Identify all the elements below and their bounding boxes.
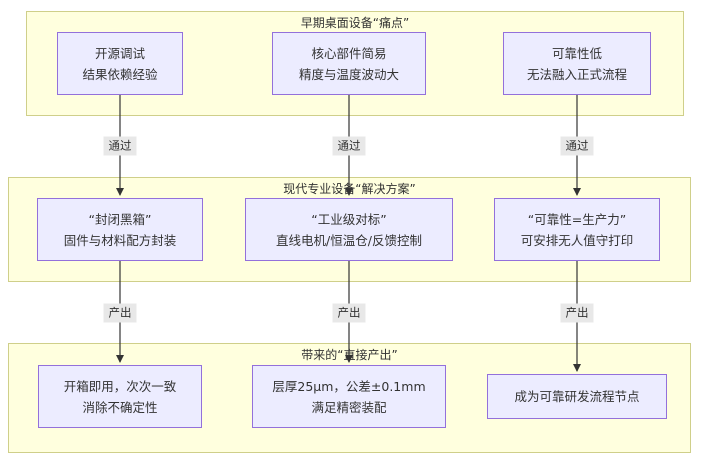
output-node-1-line1: 开箱即用，次次一致	[63, 378, 177, 394]
pain-node-2-line1: 核心部件简易	[311, 45, 387, 61]
solution-node-industrial-grade: “工业级对标” 直线电机/恒温仓/反馈控制	[245, 198, 453, 261]
solution-node-2-line1: “工业级对标”	[311, 211, 387, 227]
edge-label-pass-2: 通过	[332, 136, 366, 156]
pain-node-3-line1: 可靠性低	[551, 45, 602, 61]
edge-label-produce-1: 产出	[103, 303, 137, 323]
solution-node-reliability-productivity: “可靠性=生产力” 可安排无人值守打印	[494, 198, 660, 261]
edge-label-produce-2: 产出	[332, 303, 366, 323]
pain-node-low-reliability: 可靠性低 无法融入正式流程	[503, 32, 651, 95]
solution-node-1-line1: “封闭黑箱”	[88, 211, 152, 227]
output-node-reliable-rd-node: 成为可靠研发流程节点	[487, 374, 667, 419]
edge-label-produce-3: 产出	[560, 303, 594, 323]
output-node-3-line1: 成为可靠研发流程节点	[514, 389, 640, 404]
edge-label-pass-3: 通过	[560, 136, 594, 156]
output-node-1-line2: 消除不确定性	[82, 399, 158, 415]
pain-node-3-line2: 无法融入正式流程	[526, 66, 627, 82]
pain-node-simple-core-parts: 核心部件简易 精度与温度波动大	[272, 32, 426, 95]
solution-node-3-line1: “可靠性=生产力”	[527, 211, 627, 227]
pain-points-group-title: 早期桌面设备“痛点”	[300, 16, 410, 30]
solution-node-closed-black-box: “封闭黑箱” 固件与材料配方封装	[37, 198, 203, 261]
solution-node-2-line2: 直线电机/恒温仓/反馈控制	[276, 232, 422, 248]
output-node-2-line1: 层厚25μm，公差±0.1mm	[272, 378, 426, 394]
edge-label-pass-1: 通过	[103, 136, 137, 156]
pain-node-1-line1: 开源调试	[94, 45, 145, 61]
output-node-layer-thickness-tolerance: 层厚25μm，公差±0.1mm 满足精密装配	[252, 365, 446, 428]
output-node-out-of-box-consistency: 开箱即用，次次一致 消除不确定性	[38, 365, 202, 428]
pain-node-2-line2: 精度与温度波动大	[298, 66, 399, 82]
pain-node-open-source-tuning: 开源调试 结果依赖经验	[57, 32, 183, 95]
pain-node-1-line2: 结果依赖经验	[82, 66, 158, 82]
solution-node-1-line2: 固件与材料配方封装	[63, 232, 177, 248]
solution-node-3-line2: 可安排无人值守打印	[520, 232, 634, 248]
output-node-2-line2: 满足精密装配	[311, 399, 387, 415]
